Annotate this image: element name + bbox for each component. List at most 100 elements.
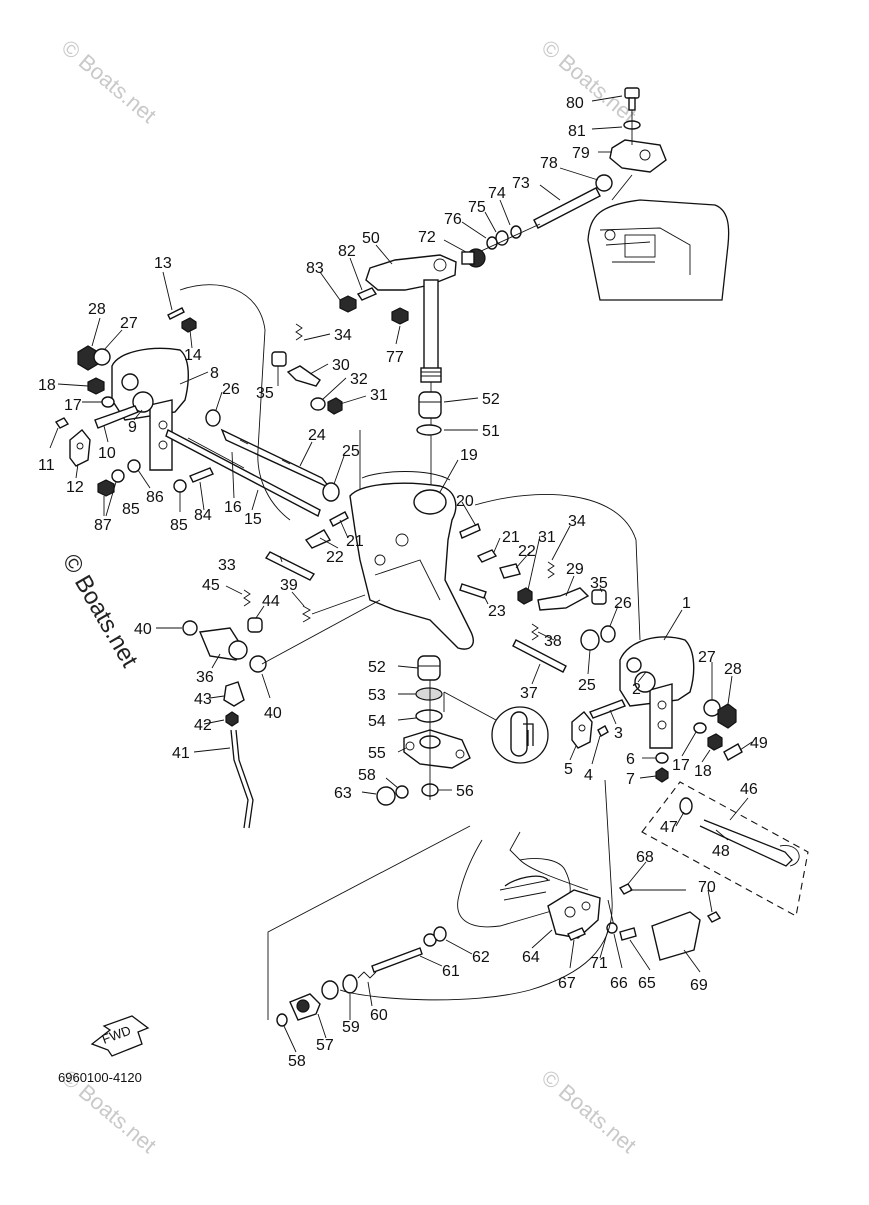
plate-5 xyxy=(571,711,593,749)
callout-71: 71 xyxy=(590,955,608,972)
screw-70 xyxy=(706,911,722,923)
washer-86 xyxy=(127,459,141,473)
callout-87: 87 xyxy=(94,517,112,534)
washer-51 xyxy=(416,424,442,436)
callout-26: 26 xyxy=(222,381,240,398)
callout-6: 6 xyxy=(626,751,635,768)
callout-27: 27 xyxy=(120,315,138,332)
callout-15: 15 xyxy=(244,511,262,528)
callout-69: 69 xyxy=(690,977,708,994)
bushing-40-lower xyxy=(249,655,267,673)
callout-11: 11 xyxy=(38,457,55,474)
callout-21-right: 21 xyxy=(502,529,520,546)
washer-85a xyxy=(111,469,125,483)
callout-72: 72 xyxy=(418,229,436,246)
washer-17-right xyxy=(693,722,707,734)
bolt-84 xyxy=(189,467,214,483)
bushing-40-upper xyxy=(182,620,198,636)
optional-kit-46 xyxy=(641,781,809,917)
callout-16: 16 xyxy=(224,499,242,516)
spring-38 xyxy=(531,623,539,641)
bushing-22-right xyxy=(499,563,521,579)
callout-82: 82 xyxy=(338,243,356,260)
lever-29 xyxy=(537,587,590,611)
callout-80: 80 xyxy=(566,95,584,112)
callout-32: 32 xyxy=(350,371,368,388)
cover-69 xyxy=(651,911,701,961)
callout-67: 67 xyxy=(558,975,576,992)
bolt-10 xyxy=(94,405,139,429)
callout-28-right: 28 xyxy=(724,661,742,678)
tilt-rod-15 xyxy=(165,428,321,518)
callout-20: 20 xyxy=(456,493,474,510)
callout-84: 84 xyxy=(194,507,212,524)
callout-46: 46 xyxy=(740,781,758,798)
rod-41 xyxy=(230,729,254,829)
callout-13: 13 xyxy=(154,255,172,272)
callout-85-right: 85 xyxy=(170,517,188,534)
washer-58-upper xyxy=(395,785,409,799)
nut-7 xyxy=(655,767,669,783)
callout-27-right: 27 xyxy=(698,649,716,666)
callout-4: 4 xyxy=(584,767,593,784)
callout-21-left: 21 xyxy=(346,533,364,550)
bracket-55 xyxy=(403,729,471,769)
washer-26-right xyxy=(600,625,616,643)
callout-51: 51 xyxy=(482,423,500,440)
shaft-73 xyxy=(486,174,613,250)
callout-24: 24 xyxy=(308,427,326,444)
callout-18-right: 18 xyxy=(694,763,712,780)
spring-39 xyxy=(302,605,311,623)
bolt-3 xyxy=(589,699,626,719)
callout-12: 12 xyxy=(66,479,84,496)
callout-85-left: 85 xyxy=(122,501,140,518)
callout-61: 61 xyxy=(442,963,460,980)
callout-31-right: 31 xyxy=(538,529,556,546)
callout-23: 23 xyxy=(488,603,506,620)
leader-lines xyxy=(49,95,753,1053)
nut-31-upper xyxy=(327,397,343,415)
callout-38: 38 xyxy=(544,633,562,650)
bolt-27 xyxy=(93,348,111,366)
callout-73: 73 xyxy=(512,175,530,192)
callout-52-lower: 52 xyxy=(368,659,386,676)
plate-12 xyxy=(69,429,91,467)
nut-42 xyxy=(225,711,239,727)
clamp-bracket-right xyxy=(619,636,695,749)
washer-53 xyxy=(415,687,443,701)
screw-65 xyxy=(619,927,637,941)
callout-41: 41 xyxy=(172,745,190,762)
nut-77 xyxy=(391,307,409,325)
washer-54 xyxy=(415,709,443,723)
callout-48: 48 xyxy=(712,843,730,860)
lever-30 xyxy=(286,365,321,387)
washer-59 xyxy=(342,974,358,994)
nut-18 xyxy=(87,377,105,395)
callout-75: 75 xyxy=(468,199,486,216)
rod-37 xyxy=(512,639,567,673)
callout-86: 86 xyxy=(146,489,164,506)
callout-79: 79 xyxy=(572,145,590,162)
nut-28-right xyxy=(717,703,737,729)
callout-63: 63 xyxy=(334,785,352,802)
callout-57: 57 xyxy=(316,1037,334,1054)
callout-1: 1 xyxy=(682,595,691,612)
callout-36: 36 xyxy=(196,669,214,686)
callout-3: 3 xyxy=(614,725,623,742)
callout-14: 14 xyxy=(184,347,202,364)
callout-49: 49 xyxy=(750,735,768,752)
bushing-57 xyxy=(289,993,321,1021)
clip-35-right xyxy=(591,589,607,605)
bolt-21-right xyxy=(476,549,498,563)
fwd-arrow: FWD xyxy=(90,1015,150,1057)
pin-23 xyxy=(459,583,487,599)
pin-33 xyxy=(264,551,316,581)
callout-2: 2 xyxy=(632,681,641,698)
callout-7: 7 xyxy=(626,771,635,788)
bolt-49 xyxy=(723,743,743,761)
callout-64: 64 xyxy=(522,949,540,966)
callout-8: 8 xyxy=(210,365,219,382)
washer-6 xyxy=(655,752,669,764)
bolt-80 xyxy=(624,87,640,111)
nut-31-right xyxy=(517,587,533,605)
